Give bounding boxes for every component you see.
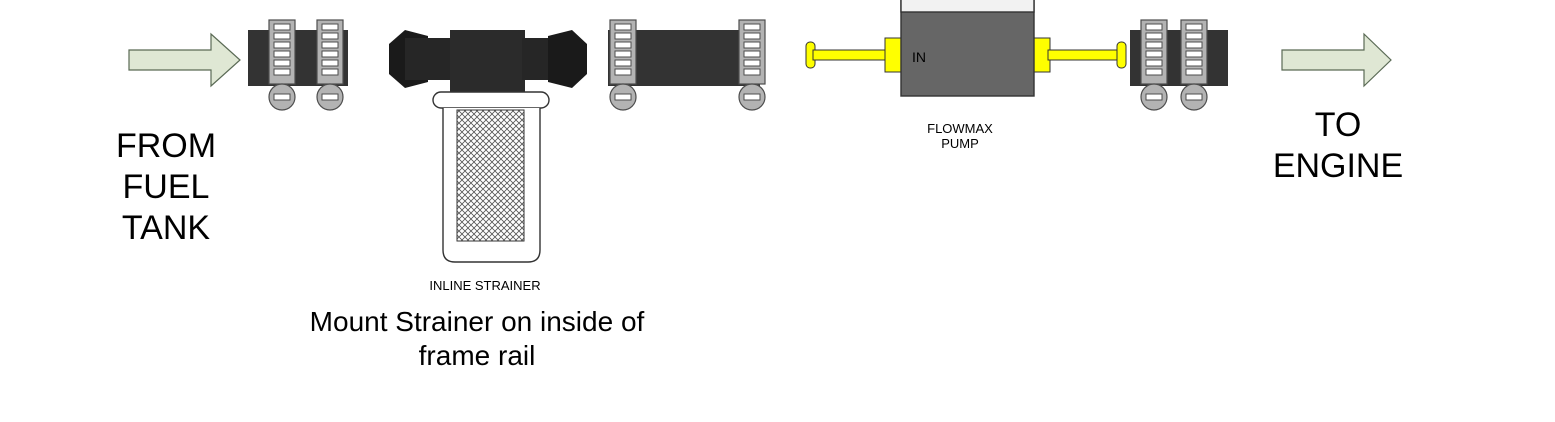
inline-strainer bbox=[389, 30, 587, 263]
hose-clamp bbox=[1140, 19, 1168, 111]
inlet-arrow bbox=[128, 32, 241, 88]
hose-clamp bbox=[268, 19, 296, 111]
hose-clamp bbox=[738, 19, 766, 111]
strainer-mount-note: Mount Strainer on inside of frame rail bbox=[309, 306, 645, 371]
strainer-caption: INLINE STRAINER bbox=[429, 278, 541, 293]
hose-clamp bbox=[1180, 19, 1208, 111]
source-label: FROM FUEL TANK bbox=[115, 127, 217, 247]
hose-clamp bbox=[609, 19, 637, 111]
flowmax-pump bbox=[805, 0, 1127, 97]
outlet-arrow bbox=[1281, 32, 1392, 88]
destination-label: TO ENGINE bbox=[1272, 106, 1404, 185]
pump-caption: FLOWMAX PUMP bbox=[927, 121, 993, 151]
hose-clamp bbox=[316, 19, 344, 111]
pump-inlet-label: IN bbox=[912, 49, 926, 65]
